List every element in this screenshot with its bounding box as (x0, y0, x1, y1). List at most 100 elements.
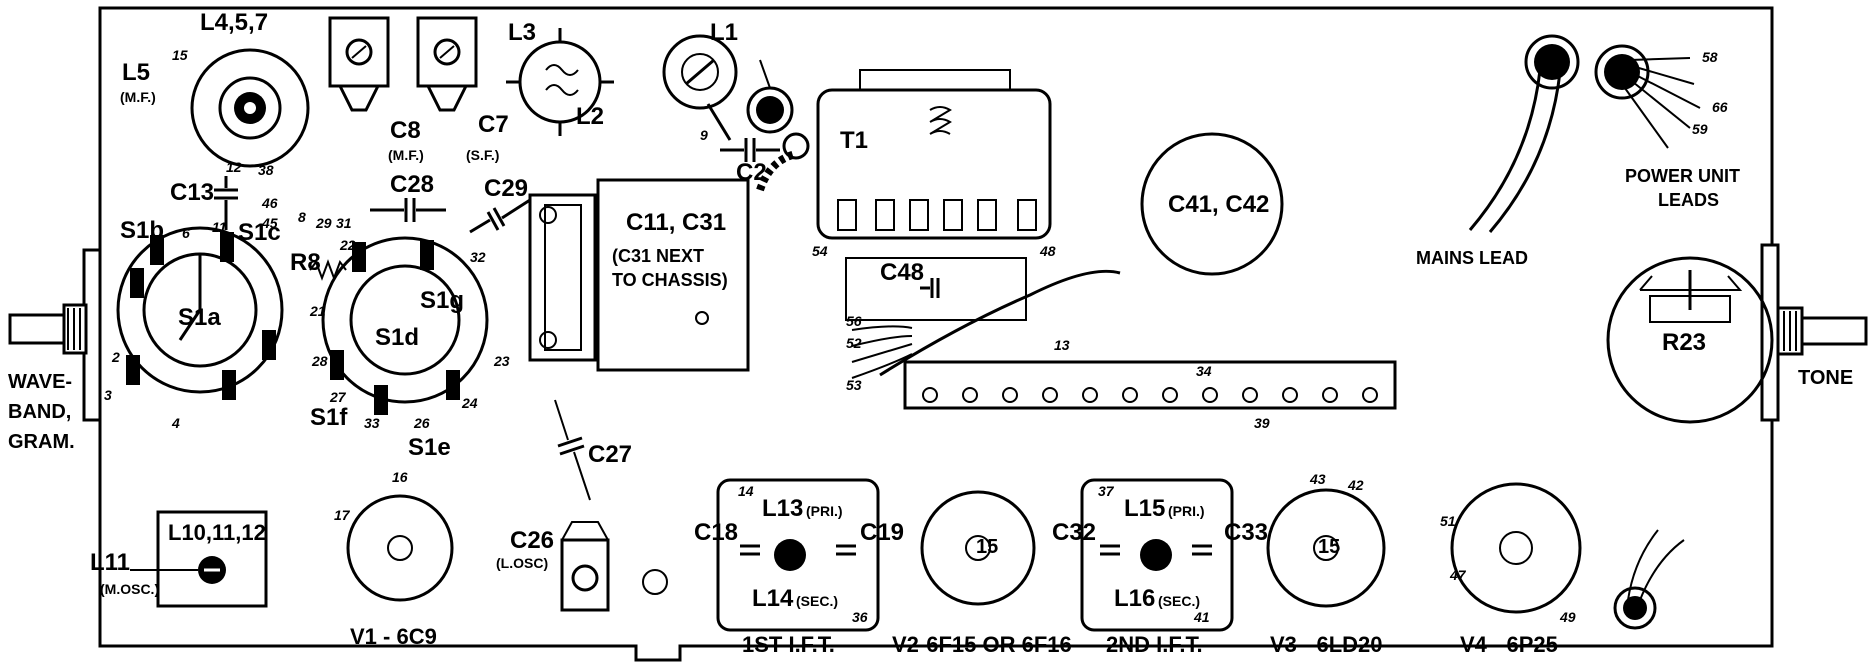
lug-34 (642, 569, 668, 595)
num-66: 66 (1712, 99, 1728, 115)
num-43: 43 (1309, 471, 1326, 487)
resistor-r8 (309, 259, 347, 281)
l14-label: L14 (752, 585, 794, 612)
mains-lead (1468, 34, 1580, 233)
num-17: 17 (334, 507, 351, 523)
c8-label: C8 (390, 117, 421, 144)
c13-label: C13 (170, 179, 214, 206)
v2-socket-15: 15 (976, 536, 998, 558)
l13-label: L13 (762, 495, 803, 522)
l5-label: L5 (122, 59, 150, 86)
grommet-l1 (746, 59, 794, 134)
tone-shaft[interactable] (1760, 243, 1868, 422)
num-22: 22 (339, 237, 356, 253)
num-46: 46 (261, 195, 278, 211)
waveband-label-2: BAND, (8, 401, 71, 423)
switch-wafer-s1a[interactable] (116, 226, 284, 400)
c26-label: C26 (510, 527, 554, 554)
num-48: 48 (1039, 243, 1056, 259)
l16-sub-label: (SEC.) (1158, 593, 1200, 609)
ift1-label: 1ST I.F.T. (742, 632, 835, 657)
num-45: 45 (261, 215, 278, 231)
l2-label: L2 (576, 103, 604, 130)
c19-label: C19 (860, 519, 904, 546)
trimmer-c26[interactable] (560, 521, 610, 612)
c31-note-2: TO CHASSIS) (612, 270, 728, 290)
tuning-gang-bracket (528, 193, 597, 362)
num-59: 59 (1692, 121, 1708, 137)
num-6: 6 (182, 225, 190, 241)
trimmer-c8[interactable] (328, 16, 390, 112)
num-38: 38 (258, 162, 274, 178)
v2-label: V2-6F15 OR 6F16 (892, 632, 1072, 657)
l10-11-12-label: L10,11,12 (168, 520, 266, 545)
valve-socket-v3 (1266, 488, 1386, 608)
l1-coil (662, 34, 738, 141)
num-58: 58 (1702, 49, 1718, 65)
valve-socket-v1 (346, 494, 454, 602)
s1b-label: S1b (120, 217, 164, 244)
num-37: 37 (1098, 483, 1115, 499)
lead-15 (851, 343, 913, 363)
tag-strip (903, 360, 1397, 410)
num-28: 28 (311, 353, 328, 369)
l15-sub-label: (PRI.) (1168, 503, 1205, 519)
num-27: 27 (329, 389, 347, 405)
ift2-label: 2ND I.F.T. (1106, 632, 1203, 657)
power-unit-label-1: POWER UNIT (1625, 166, 1740, 186)
l14-sub-label: (SEC.) (796, 593, 838, 609)
trimmer-c7[interactable] (416, 16, 478, 112)
num-39: 39 (1254, 415, 1270, 431)
power-unit-leads (1594, 44, 1701, 149)
num-47: 47 (1449, 567, 1467, 583)
l3-l2-coil (506, 28, 614, 136)
s1a-label: S1a (178, 304, 221, 331)
capacitor-block-c11-c31 (596, 178, 750, 372)
l3-label: L3 (508, 19, 536, 46)
potentiometer-r23[interactable] (1606, 256, 1774, 424)
num-11: 11 (212, 219, 227, 235)
t1-label: T1 (840, 127, 868, 154)
l1-label: L1 (710, 19, 738, 46)
num-56: 56 (846, 313, 862, 329)
capacitor-c28 (370, 198, 446, 222)
v4-label: V4 - 6P25 (1460, 632, 1558, 657)
c29-label: C29 (484, 175, 528, 202)
c8-sub-label: (M.F.) (388, 147, 424, 163)
num-51: 51 (1440, 513, 1456, 529)
l13-sub-label: (PRI.) (806, 503, 843, 519)
num-52: 52 (846, 335, 862, 351)
power-unit-label-2: LEADS (1658, 190, 1719, 210)
capacitor-c27 (554, 399, 591, 501)
num-41: 41 (1193, 609, 1210, 625)
lead-56 (851, 325, 913, 331)
s1g-label: S1g (420, 287, 464, 314)
num-24: 24 (461, 395, 478, 411)
lead-bundle (879, 269, 1121, 377)
num-36: 36 (852, 609, 868, 625)
num-3: 3 (104, 387, 112, 403)
l11-label: L11 (90, 549, 130, 576)
l15-label: L15 (1124, 495, 1165, 522)
valve-socket-v4 (1450, 482, 1582, 614)
capacitor-c48 (845, 257, 1027, 321)
l5-sub-label: (M.F.) (120, 89, 156, 105)
s1e-label: S1e (408, 434, 451, 461)
switch-wafer-s1g[interactable] (321, 236, 489, 415)
waveband-shaft[interactable] (8, 248, 102, 422)
num-13: 13 (1054, 337, 1070, 353)
c41-c42-label: C41, C42 (1168, 191, 1269, 218)
v1-label: V1 - 6C9 (350, 624, 437, 649)
c31-note-1: (C31 NEXT (612, 246, 704, 266)
lead-52 (851, 335, 913, 347)
capacitor-c13 (214, 176, 238, 230)
r23-label: R23 (1662, 329, 1706, 356)
num-12: 12 (226, 159, 242, 175)
l10-11-12-coil (130, 510, 268, 608)
num-15: 15 (172, 47, 188, 63)
num-16: 16 (392, 469, 408, 485)
valve-socket-v2 (920, 490, 1036, 606)
l16-label: L16 (1114, 585, 1155, 612)
l11-sub-label: (M.OSC.) (100, 581, 159, 597)
num-8: 8 (298, 209, 306, 225)
